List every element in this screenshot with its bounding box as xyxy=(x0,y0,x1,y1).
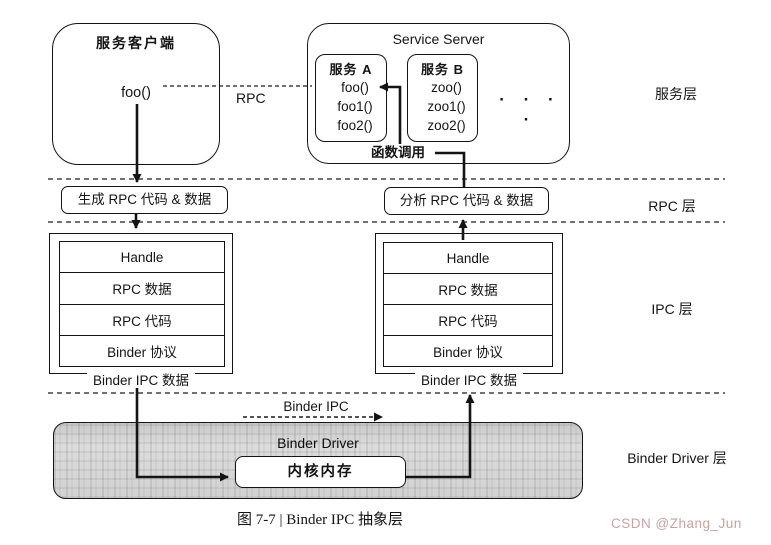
layer-label-ipc: IPC 层 xyxy=(651,301,693,317)
more-services-ellipsis: · · · · xyxy=(499,90,561,129)
service-server-box: Service Server 服务 A foo() foo1() foo2() … xyxy=(307,23,570,164)
client-foo-method: foo() xyxy=(121,85,151,101)
ipc-stack-left: Handle RPC 数据 RPC 代码 Binder 协议 xyxy=(59,241,225,367)
figure-caption: 图 7-7 | Binder IPC 抽象层 xyxy=(237,512,403,528)
service-a-method: foo() xyxy=(341,80,369,95)
ipc-row-handle: Handle xyxy=(60,242,224,274)
ipc-row-rpc-code: RPC 代码 xyxy=(60,305,224,336)
service-client-box: 服务客户端 foo() xyxy=(52,23,220,165)
csdn-watermark: CSDN @Zhang_Jun xyxy=(611,516,742,531)
generate-rpc-box: 生成 RPC 代码 & 数据 xyxy=(61,186,228,214)
ipc-row-rpc-data: RPC 数据 xyxy=(384,274,552,305)
rpc-link-label: RPC xyxy=(236,90,266,106)
service-client-title: 服务客户端 xyxy=(96,35,176,51)
binder-driver-title: Binder Driver xyxy=(277,435,359,451)
binder-ipc-data-caption-right: Binder IPC 数据 xyxy=(375,369,563,389)
ipc-row-rpc-code: RPC 代码 xyxy=(384,305,552,336)
function-call-label: 函数调用 xyxy=(361,144,435,161)
service-b-method: zoo1() xyxy=(427,99,466,114)
ipc-row-handle: Handle xyxy=(384,243,552,274)
parse-rpc-box: 分析 RPC 代码 & 数据 xyxy=(384,187,549,215)
service-b-method: zoo() xyxy=(431,80,462,95)
ipc-row-rpc-data: RPC 数据 xyxy=(60,273,224,305)
ipc-stack-right: Handle RPC 数据 RPC 代码 Binder 协议 xyxy=(383,242,553,367)
ipc-row-binder-protocol: Binder 协议 xyxy=(107,344,177,360)
layer-label-rpc: RPC 层 xyxy=(648,198,696,214)
service-a-title: 服务 A xyxy=(329,62,373,77)
service-a-method: foo2() xyxy=(337,118,373,133)
service-b-title: 服务 B xyxy=(420,62,464,77)
service-b-box: 服务 B zoo() zoo1() zoo2() xyxy=(407,54,478,142)
service-b-method: zoo2() xyxy=(427,118,466,133)
kernel-memory-box: 内核内存 xyxy=(235,456,406,488)
layer-label-binder-driver: Binder Driver 层 xyxy=(627,450,727,466)
binder-ipc-data-caption-left: Binder IPC 数据 xyxy=(49,369,233,389)
service-server-title: Service Server xyxy=(392,31,485,47)
ipc-row-binder-protocol: Binder 协议 xyxy=(433,345,503,360)
layer-label-service: 服务层 xyxy=(655,86,697,102)
binder-ipc-transfer-label: Binder IPC xyxy=(283,399,349,414)
service-a-box: 服务 A foo() foo1() foo2() xyxy=(315,54,387,142)
service-a-method: foo1() xyxy=(337,99,373,114)
